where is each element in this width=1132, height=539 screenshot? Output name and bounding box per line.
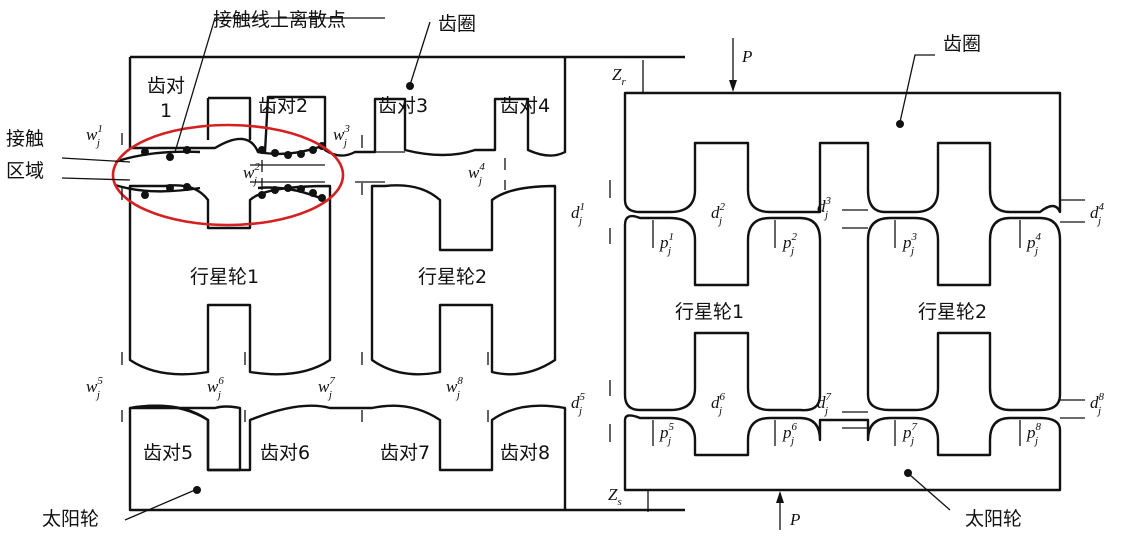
- left-gap-arrows: [121, 133, 506, 422]
- left-ring-leader: [409, 21, 431, 86]
- right-ring-outline: [623, 91, 1062, 214]
- right-sun: [623, 414, 1062, 492]
- left-sun-top: [129, 404, 567, 510]
- label-right-sun: 太阳轮: [965, 508, 1022, 530]
- Zr-gap: [625, 56, 685, 92]
- right-planet1: [623, 214, 822, 412]
- left-contact-dots: [141, 142, 326, 202]
- label-pair4: 齿对4: [500, 95, 550, 117]
- label-right-planet1: 行星轮1: [675, 301, 744, 323]
- left-planet1-outline: [128, 184, 332, 376]
- label-right-planet2: 行星轮2: [918, 301, 987, 323]
- left-sun-leader: [124, 489, 196, 521]
- label-left-sun: 太阳轮: [42, 508, 99, 530]
- label-pair5: 齿对5: [143, 442, 193, 464]
- left-sun-body: [128, 408, 685, 512]
- scattered-points-leader: [174, 17, 385, 153]
- label-scattered-points: 接触线上离散点: [213, 9, 346, 31]
- label-pair2: 齿对2: [258, 95, 308, 117]
- label-pair8: 齿对8: [500, 442, 550, 464]
- right-diagram: [609, 38, 1085, 530]
- contact-area-highlight: [111, 123, 345, 227]
- label-left-planet1: 行星轮1: [190, 266, 259, 288]
- label-pair1-a: 齿对: [147, 75, 185, 97]
- label-right-P-bottom: P: [789, 510, 800, 529]
- label-pair7: 齿对7: [380, 442, 430, 464]
- label-Zr: Zr: [612, 65, 626, 88]
- label-contact-area-2: 区域: [6, 160, 44, 182]
- label-pair6: 齿对6: [260, 442, 310, 464]
- label-pair3: 齿对3: [378, 95, 428, 117]
- left-planet2-outline: [370, 184, 557, 376]
- label-left-ring: 齿圈: [438, 13, 476, 35]
- left-diagram: [61, 17, 685, 521]
- label-Zs: Zs: [608, 485, 622, 508]
- right-ring-leader: [899, 54, 935, 123]
- label-left-planet2: 行星轮2: [418, 266, 487, 288]
- right-sun-leader: [909, 474, 951, 511]
- left-ring-body: [128, 57, 567, 157]
- right-gap-arrows: [609, 180, 1085, 446]
- label-right-P-top: P: [741, 47, 752, 66]
- label-pair1-b: 1: [160, 100, 172, 122]
- contact-area-leader: [61, 157, 131, 181]
- label-right-ring: 齿圈: [943, 33, 981, 55]
- label-contact-area-1: 接触: [6, 128, 44, 150]
- left-pair1-tooth: [208, 96, 252, 140]
- right-planet2: [866, 216, 1062, 412]
